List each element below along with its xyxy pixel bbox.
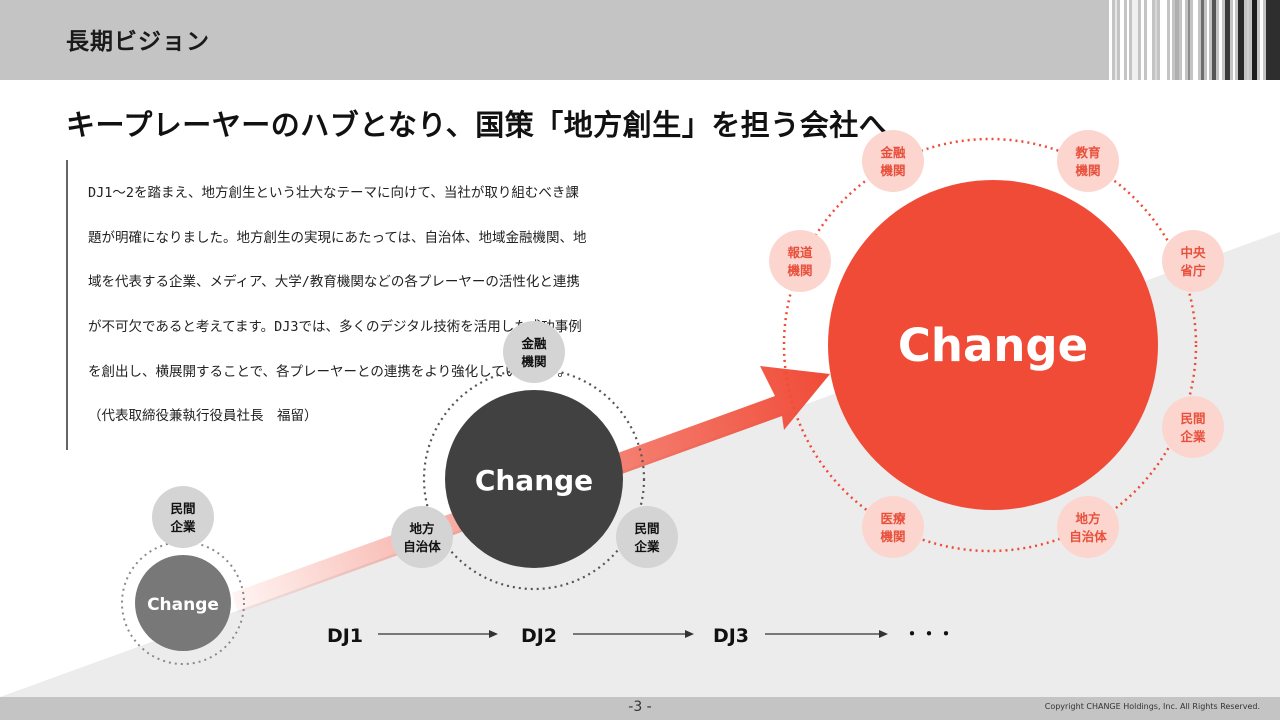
stage3-node <box>769 230 831 292</box>
stage2-node-label: 機関 <box>521 354 546 369</box>
stage3-node <box>1057 130 1119 192</box>
footer-bar: -3 - Copyright CHANGE Holdings, Inc. All… <box>0 697 1280 720</box>
stage3-node <box>1057 496 1119 558</box>
barcode-decoration <box>1105 0 1280 80</box>
timeline-arrowhead <box>685 630 694 638</box>
message-signature: （代表取締役兼執行役員社長 福留） <box>88 408 318 425</box>
message-line: 域を代表する企業、メディア、大学/教育機関などの各プレーヤーの活性化と連携 <box>88 274 580 291</box>
message-line: DJ1～2を踏まえ、地方創生という壮大なテーマに向けて、当社が取り組むべき課 <box>88 185 579 202</box>
stage3-node <box>1162 230 1224 292</box>
stage2-node <box>391 506 453 568</box>
stage3-change-label: Change <box>898 319 1088 372</box>
stage2-node <box>616 506 678 568</box>
stage3-node-label: 医療 <box>880 511 906 526</box>
page-title: 長期ビジョン <box>66 29 210 55</box>
stage3-node-label: 教育 <box>1074 145 1101 160</box>
message-line: を創出し、横展開することで、各プレーヤーとの連携をより強化していきます。 <box>88 363 571 380</box>
stage3-node <box>862 496 924 558</box>
headline: キープレーヤーのハブとなり、国策「地方創生」を担う会社へ <box>66 108 889 142</box>
stage1-node-label: 民間 <box>170 501 195 516</box>
message-text: DJ1～2を踏まえ、地方創生という壮大なテーマに向けて、当社が取り組むべき課 題… <box>66 160 788 450</box>
stage3-node-label: 中央 <box>1180 245 1206 260</box>
copyright-text: Copyright CHANGE Holdings, Inc. All Righ… <box>1044 702 1260 711</box>
stage1-node-label: 企業 <box>169 519 196 534</box>
message-line: 題が明確になりました。地方創生の実現にあたっては、自治体、地域金融機関、地 <box>88 229 587 246</box>
timeline-ellipsis: ・・・ <box>904 625 955 645</box>
stage2-node-label: 地方 <box>409 521 434 536</box>
stage3-node-label: 報道 <box>787 245 813 260</box>
stage3-node-label: 自治体 <box>1069 529 1107 544</box>
stage3-node-label: 機関 <box>787 263 812 278</box>
timeline-label-dj3: DJ3 <box>713 625 749 647</box>
stage3-node <box>862 130 924 192</box>
timeline-label-dj2: DJ2 <box>521 625 557 647</box>
timeline-arrowhead <box>879 630 888 638</box>
stage3-node-label: 金融 <box>879 145 906 160</box>
stage2-node-label: 自治体 <box>403 539 441 554</box>
stage3-node-label: 省庁 <box>1179 263 1206 278</box>
stage1-change-circle <box>135 555 231 651</box>
timeline-label-dj1: DJ1 <box>327 625 363 647</box>
stage3-node-label: 機関 <box>880 163 905 178</box>
stage2-change-circle <box>445 390 623 568</box>
stage2-node-label: 金融 <box>520 336 547 351</box>
stage1-group: Change 民間 企業 <box>121 486 245 665</box>
timeline: DJ1 DJ2 DJ3 ・・・ <box>327 625 955 647</box>
page-number: -3 - <box>628 699 652 715</box>
stage2-change-label: Change <box>475 464 593 497</box>
stage3-node-label: 民間 <box>1180 411 1205 426</box>
stage2-node-label: 民間 <box>634 521 659 536</box>
header-bar: 長期ビジョン <box>0 0 1280 80</box>
stage2-group: Change 金融 機関 地方 自治体 民間 企業 <box>391 321 678 591</box>
stage3-node-label: 機関 <box>1075 163 1100 178</box>
stage2-node-label: 企業 <box>633 539 660 554</box>
stage1-change-label: Change <box>147 595 219 615</box>
stage3-change-circle <box>828 180 1158 510</box>
stage3-group: Change 金融 機関 教育 機関 中央 省庁 民間 企業 地方 自治体 医療… <box>769 130 1224 558</box>
stage2-node <box>503 321 565 383</box>
stage3-node-label: 企業 <box>1179 429 1206 444</box>
message-line: が不可欠であると考えてます。DJ3では、多くのデジタル技術を活用した成功事例 <box>88 319 582 336</box>
stage1-node <box>152 486 214 548</box>
stage3-node-label: 機関 <box>880 529 905 544</box>
timeline-arrowhead <box>489 630 498 638</box>
stage3-node-label: 地方 <box>1075 511 1100 526</box>
stage3-node <box>1162 396 1224 458</box>
